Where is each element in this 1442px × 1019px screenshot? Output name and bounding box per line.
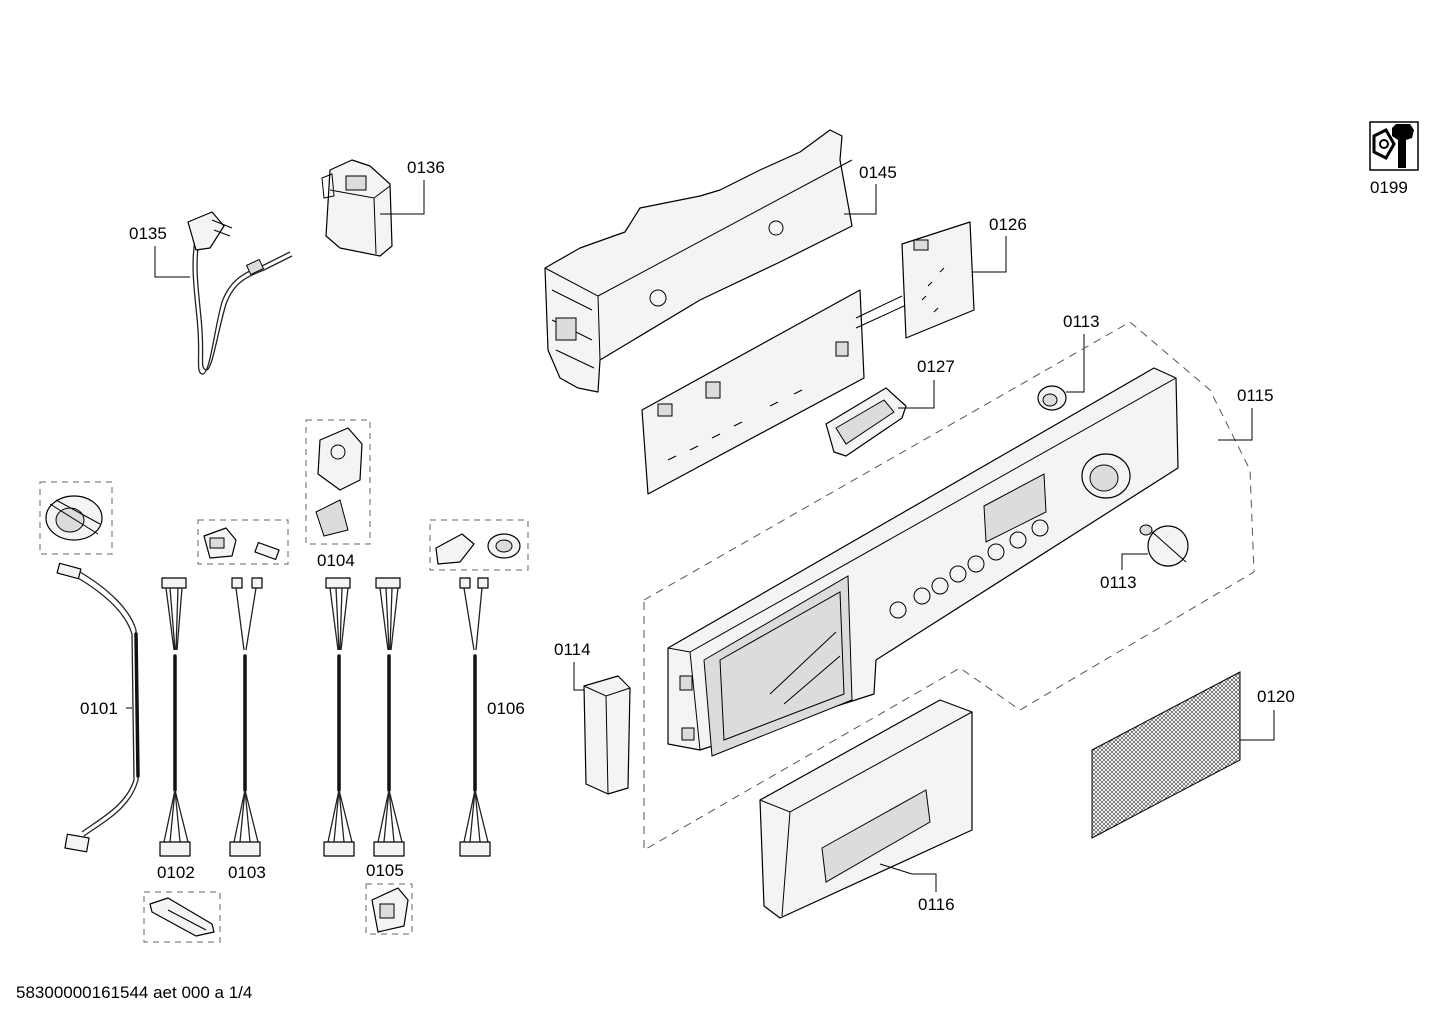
- wiring-harness-0104-part[interactable]: [323, 577, 355, 857]
- blind-plug-part[interactable]: [583, 675, 631, 795]
- sensor-module-part[interactable]: [435, 533, 521, 565]
- suppression-filter-part[interactable]: [321, 159, 393, 257]
- display-window-part[interactable]: [825, 387, 907, 457]
- valve-group-box-0103: [197, 519, 289, 565]
- label-0113-top: 0113: [1063, 312, 1100, 331]
- pressure-switch-part[interactable]: [371, 887, 409, 933]
- label-0145: 0145: [859, 163, 897, 182]
- display-pcb-part[interactable]: [901, 221, 975, 339]
- motor-group-box: [39, 481, 113, 555]
- inlet-valve-part[interactable]: [315, 427, 363, 537]
- label-0116: 0116: [918, 895, 955, 914]
- label-0102: 0102: [157, 863, 195, 882]
- component-group-box-0105: [365, 883, 413, 935]
- label-0115: 0115: [1237, 386, 1274, 405]
- label-0114: 0114: [554, 640, 591, 659]
- leader-0113a: [1066, 334, 1085, 393]
- label-0106: 0106: [487, 699, 525, 718]
- drawing-reference: 58300000161544 aet 000 a 1/4: [16, 983, 253, 1002]
- programme-label-sheet-part[interactable]: [1091, 671, 1241, 839]
- label-0127: 0127: [917, 357, 955, 376]
- valve-group-box-0104: [305, 419, 371, 545]
- leader-0145: [844, 184, 877, 215]
- leader-0120: [1240, 710, 1275, 741]
- control-module-housing-part[interactable]: [544, 129, 853, 393]
- wiring-harness-0106-part[interactable]: [459, 577, 491, 857]
- label-0105: 0105: [366, 861, 404, 880]
- pcb-connector-lines: [855, 295, 905, 329]
- motor-part[interactable]: [45, 495, 103, 541]
- label-0135: 0135: [129, 224, 167, 243]
- label-0101: 0101: [80, 699, 118, 718]
- wiring-harness-0102-part[interactable]: [159, 577, 191, 857]
- panel-group-outline: [643, 321, 1255, 851]
- leader-0135: [154, 246, 190, 278]
- leader-0113b: [1121, 553, 1148, 570]
- wrench-nut-icon: [1369, 121, 1419, 171]
- label-0126: 0126: [989, 215, 1027, 234]
- power-cord-part[interactable]: [187, 211, 293, 375]
- leader-0116: [879, 863, 937, 892]
- door-lock-part[interactable]: [203, 527, 237, 559]
- leader-0126: [972, 236, 1007, 273]
- knob-cap-part[interactable]: [1037, 385, 1067, 411]
- label-0136: 0136: [407, 158, 445, 177]
- leader-0127: [898, 380, 935, 409]
- dispenser-drawer-handle-part[interactable]: [759, 699, 973, 919]
- label-0120: 0120: [1257, 687, 1295, 706]
- wiring-harness-0103-part[interactable]: [229, 577, 263, 857]
- label-0104: 0104: [317, 551, 355, 570]
- programme-knob-part[interactable]: [1139, 524, 1189, 567]
- heater-group-box: [143, 891, 221, 943]
- heater-element-part[interactable]: [149, 897, 215, 937]
- control-panel-fascia-part[interactable]: [667, 367, 1179, 757]
- power-module-pcb-part[interactable]: [641, 289, 865, 495]
- leader-0114: [573, 662, 584, 691]
- sensor-part[interactable]: [254, 541, 280, 561]
- motor-wiring-harness-part[interactable]: [56, 562, 140, 853]
- label-0103: 0103: [228, 863, 266, 882]
- label-0199: 0199: [1370, 178, 1408, 197]
- component-group-box-0106: [429, 519, 529, 571]
- leader-0115: [1218, 408, 1253, 441]
- label-0113-bottom: 0113: [1100, 573, 1137, 592]
- leader-0136: [380, 180, 425, 215]
- wiring-harness-0105-part[interactable]: [373, 577, 405, 857]
